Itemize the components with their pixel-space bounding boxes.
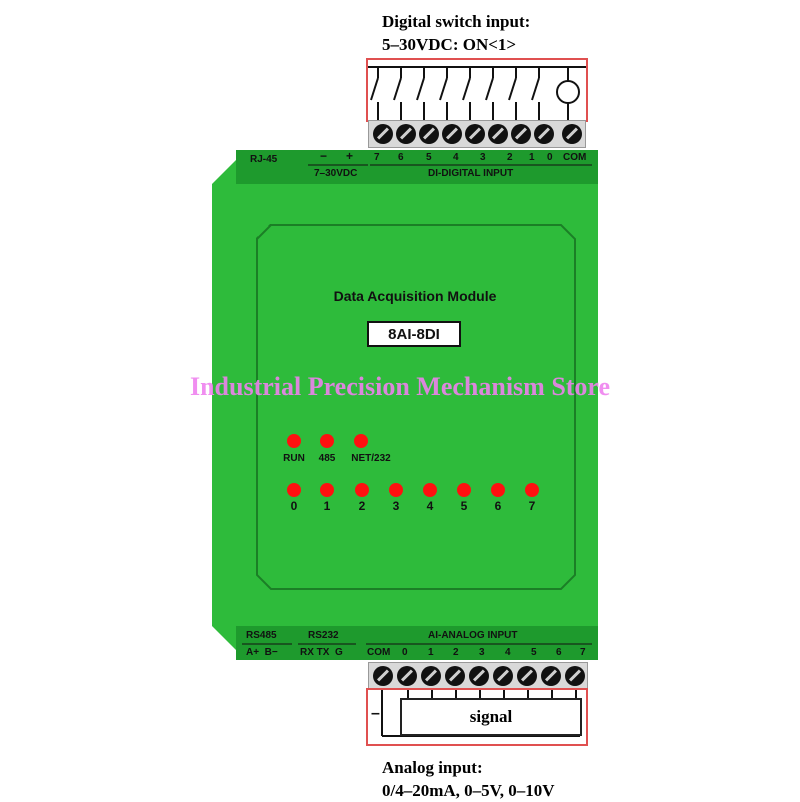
digital-input-caption-line1: Digital switch input:: [382, 12, 531, 31]
power-plus-label: +: [346, 149, 354, 163]
channel-label-7: 7: [528, 499, 536, 513]
signal-minus-label: –: [371, 705, 380, 722]
terminal-screw: [469, 666, 489, 686]
top-rail: [236, 150, 598, 184]
terminal-screw: [373, 666, 393, 686]
terminal-screw: [488, 124, 508, 144]
di-underline: [370, 164, 592, 166]
di-number-7: 7: [374, 152, 380, 163]
analog-input-caption-line2: 0/4–20mA, 0–5V, 0–10V: [382, 781, 555, 800]
di-title-label: DI-DIGITAL INPUT: [428, 168, 514, 179]
rs485-label: RS485: [246, 630, 277, 641]
signal-wiring-diagram: [381, 690, 580, 737]
channel-led-2: [355, 483, 369, 497]
channel-led-6: [491, 483, 505, 497]
ai-number-5: 5: [531, 647, 537, 658]
di-number-6: 6: [398, 152, 404, 163]
terminal-screw: [534, 124, 554, 144]
terminal-screw: [373, 124, 393, 144]
di-terminal-strip: [368, 120, 586, 148]
terminal-screw: [562, 124, 582, 144]
ai-underline: [366, 643, 592, 645]
di-number-3: 3: [480, 152, 486, 163]
analog-input-caption: Analog input: 0/4–20mA, 0–5V, 0–10V: [382, 756, 555, 802]
ai-number-0: 0: [402, 647, 408, 658]
terminal-screw: [421, 666, 441, 686]
channel-led-3: [389, 483, 403, 497]
ai-number-3: 3: [479, 647, 485, 658]
ai-number-6: 6: [556, 647, 562, 658]
digital-switch-callout: [366, 58, 588, 122]
ai-number-2: 2: [453, 647, 459, 658]
channel-label-0: 0: [290, 499, 298, 513]
rs232-label: RS232: [308, 630, 339, 641]
module-title: Data Acquisition Module: [333, 288, 497, 304]
power-underline: [308, 164, 368, 166]
terminal-screw: [445, 666, 465, 686]
terminal-screw: [396, 124, 416, 144]
di-number-5: 5: [426, 152, 432, 163]
ai-number-com: COM: [367, 647, 391, 658]
terminal-screw: [442, 124, 462, 144]
channel-label-3: 3: [392, 499, 400, 513]
net232-led-label: NET/232: [351, 453, 391, 464]
terminal-screw: [565, 666, 585, 686]
channel-label-4: 4: [426, 499, 434, 513]
net232-led: [354, 434, 368, 448]
rs232-pins-label: RX TX G: [300, 647, 343, 658]
di-number-2: 2: [507, 152, 513, 163]
signal-box: signal: [400, 698, 582, 736]
terminal-screw: [511, 124, 531, 144]
channel-label-6: 6: [494, 499, 502, 513]
rs485-pins-label: A+ B−: [246, 647, 278, 658]
rj45-label: RJ-45: [250, 154, 278, 165]
digital-input-caption: Digital switch input: 5–30VDC: ON<1>: [382, 10, 530, 56]
bottom-rail: [236, 626, 598, 660]
inner-panel-outline: [256, 224, 576, 590]
di-number-4: 4: [453, 152, 459, 163]
channel-label-2: 2: [358, 499, 366, 513]
ai-terminal-strip: [368, 662, 588, 690]
channel-led-1: [320, 483, 334, 497]
switch-contacts-diagram: [368, 66, 586, 120]
rs485-led-label: 485: [318, 453, 336, 464]
terminal-screw: [517, 666, 537, 686]
run-led-label: RUN: [283, 453, 305, 464]
channel-label-1: 1: [323, 499, 331, 513]
channel-led-4: [423, 483, 437, 497]
power-minus-label: −: [320, 149, 328, 163]
terminal-screw: [541, 666, 561, 686]
ai-number-7: 7: [580, 647, 586, 658]
channel-led-7: [525, 483, 539, 497]
analog-input-caption-line1: Analog input:: [382, 758, 483, 777]
di-number-com: COM: [563, 152, 587, 163]
rs485-led: [320, 434, 334, 448]
channel-led-5: [457, 483, 471, 497]
ai-number-4: 4: [505, 647, 511, 658]
channel-led-0: [287, 483, 301, 497]
rs485-underline: [242, 643, 292, 645]
terminal-screw: [465, 124, 485, 144]
ai-title-label: AI-ANALOG INPUT: [428, 630, 518, 641]
digital-input-caption-line2: 5–30VDC: ON<1>: [382, 35, 517, 54]
terminal-screw: [397, 666, 417, 686]
store-watermark: Industrial Precision Mechanism Store: [189, 372, 611, 401]
di-number-1: 1: [529, 152, 535, 163]
run-led: [287, 434, 301, 448]
channel-label-5: 5: [460, 499, 468, 513]
power-range-label: 7–30VDC: [314, 168, 358, 179]
rs232-underline: [298, 643, 356, 645]
model-label: 8AI-8DI: [367, 321, 461, 347]
terminal-screw: [493, 666, 513, 686]
terminal-screw: [419, 124, 439, 144]
di-number-0: 0: [547, 152, 553, 163]
ai-number-1: 1: [428, 647, 434, 658]
